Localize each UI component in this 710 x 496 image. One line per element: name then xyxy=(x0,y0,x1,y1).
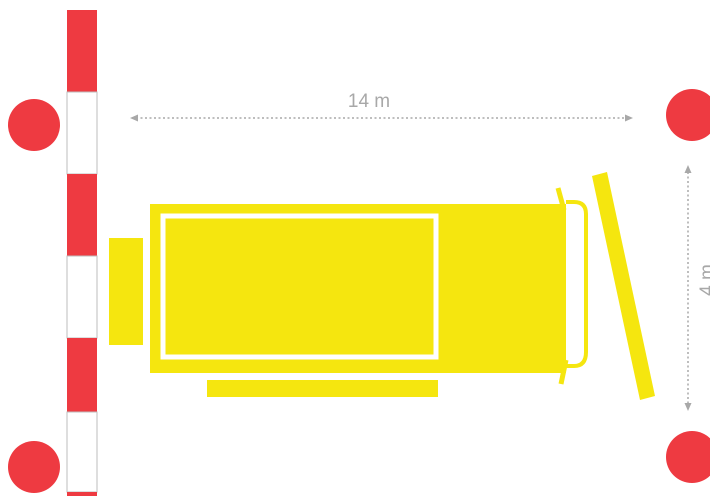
truck-cargo-bed xyxy=(160,213,439,360)
depth-label: 4 m xyxy=(697,264,710,296)
red-dot-top-right xyxy=(666,89,710,141)
barrier-segment-white xyxy=(66,91,98,175)
arrow-left-icon xyxy=(130,114,138,122)
barrier-segment-red xyxy=(67,174,97,256)
width-dimension: 14 m xyxy=(130,91,633,122)
barrier-segment-red xyxy=(67,10,97,92)
truck-front-mark-bottom xyxy=(558,359,569,385)
depth-dimension: 4 m xyxy=(684,165,710,411)
truck-front-bumper-outer xyxy=(566,200,588,368)
barrier-segment-red xyxy=(67,492,97,496)
arrow-up-icon xyxy=(684,165,692,173)
width-label: 14 m xyxy=(348,91,390,112)
striped-barrier-pole xyxy=(66,10,98,496)
yellow-ramp-plate xyxy=(592,172,655,400)
barrier-segment-white xyxy=(66,411,98,493)
red-dot-bottom-left xyxy=(8,441,60,493)
truck-front-bumper xyxy=(566,202,584,364)
red-dot-top-left xyxy=(8,99,60,151)
yellow-truck-top-view xyxy=(109,187,588,397)
barrier-segment-red xyxy=(67,338,97,412)
truck-side-step xyxy=(207,380,438,397)
red-dot-bottom-right xyxy=(666,431,710,483)
arrow-right-icon xyxy=(625,114,633,122)
truck-front-mark-top xyxy=(555,187,567,211)
barrier-segment-white xyxy=(66,255,98,339)
arrow-down-icon xyxy=(684,403,692,411)
truck-rear-attachment xyxy=(109,238,143,345)
